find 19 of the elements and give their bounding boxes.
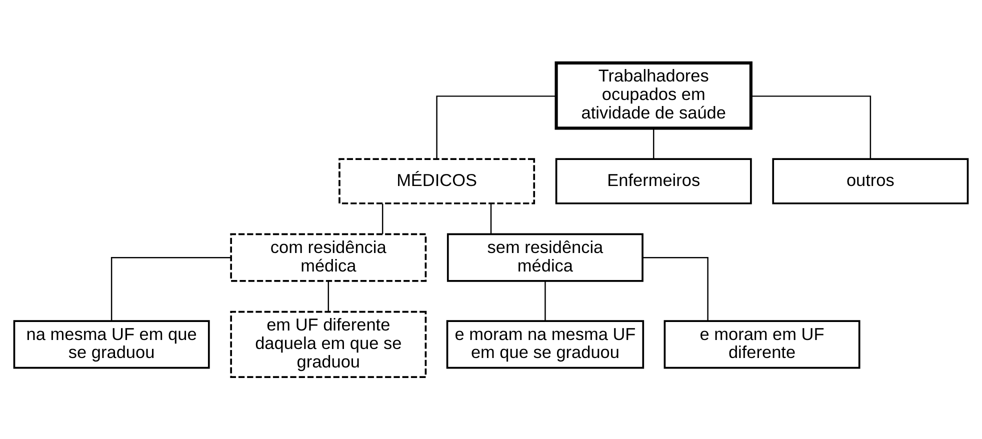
connector [382,203,384,234]
connector [544,280,546,320]
node-box: outros [772,158,969,204]
node-box: com residência médica [230,232,427,282]
connector [490,203,492,234]
node-box: Trabalhadores ocupados em atividade de saúde [554,60,752,130]
connector [328,280,329,312]
connector [751,95,872,158]
node-box: Enfermeiros [555,158,752,204]
node-box: na mesma UF em que se graduou [13,320,210,368]
node-box: sem residência médica [446,232,644,282]
connector [642,256,708,320]
node-box: e moram em UF diferente [664,320,860,368]
connector [436,95,556,158]
node-box: em UF diferente daquela em que se graduou [230,310,427,378]
node-box: MÉDICOS [338,158,536,204]
node-box: e moram na mesma UF em que se graduou [446,320,644,368]
connector [653,128,654,158]
connector [110,256,231,320]
